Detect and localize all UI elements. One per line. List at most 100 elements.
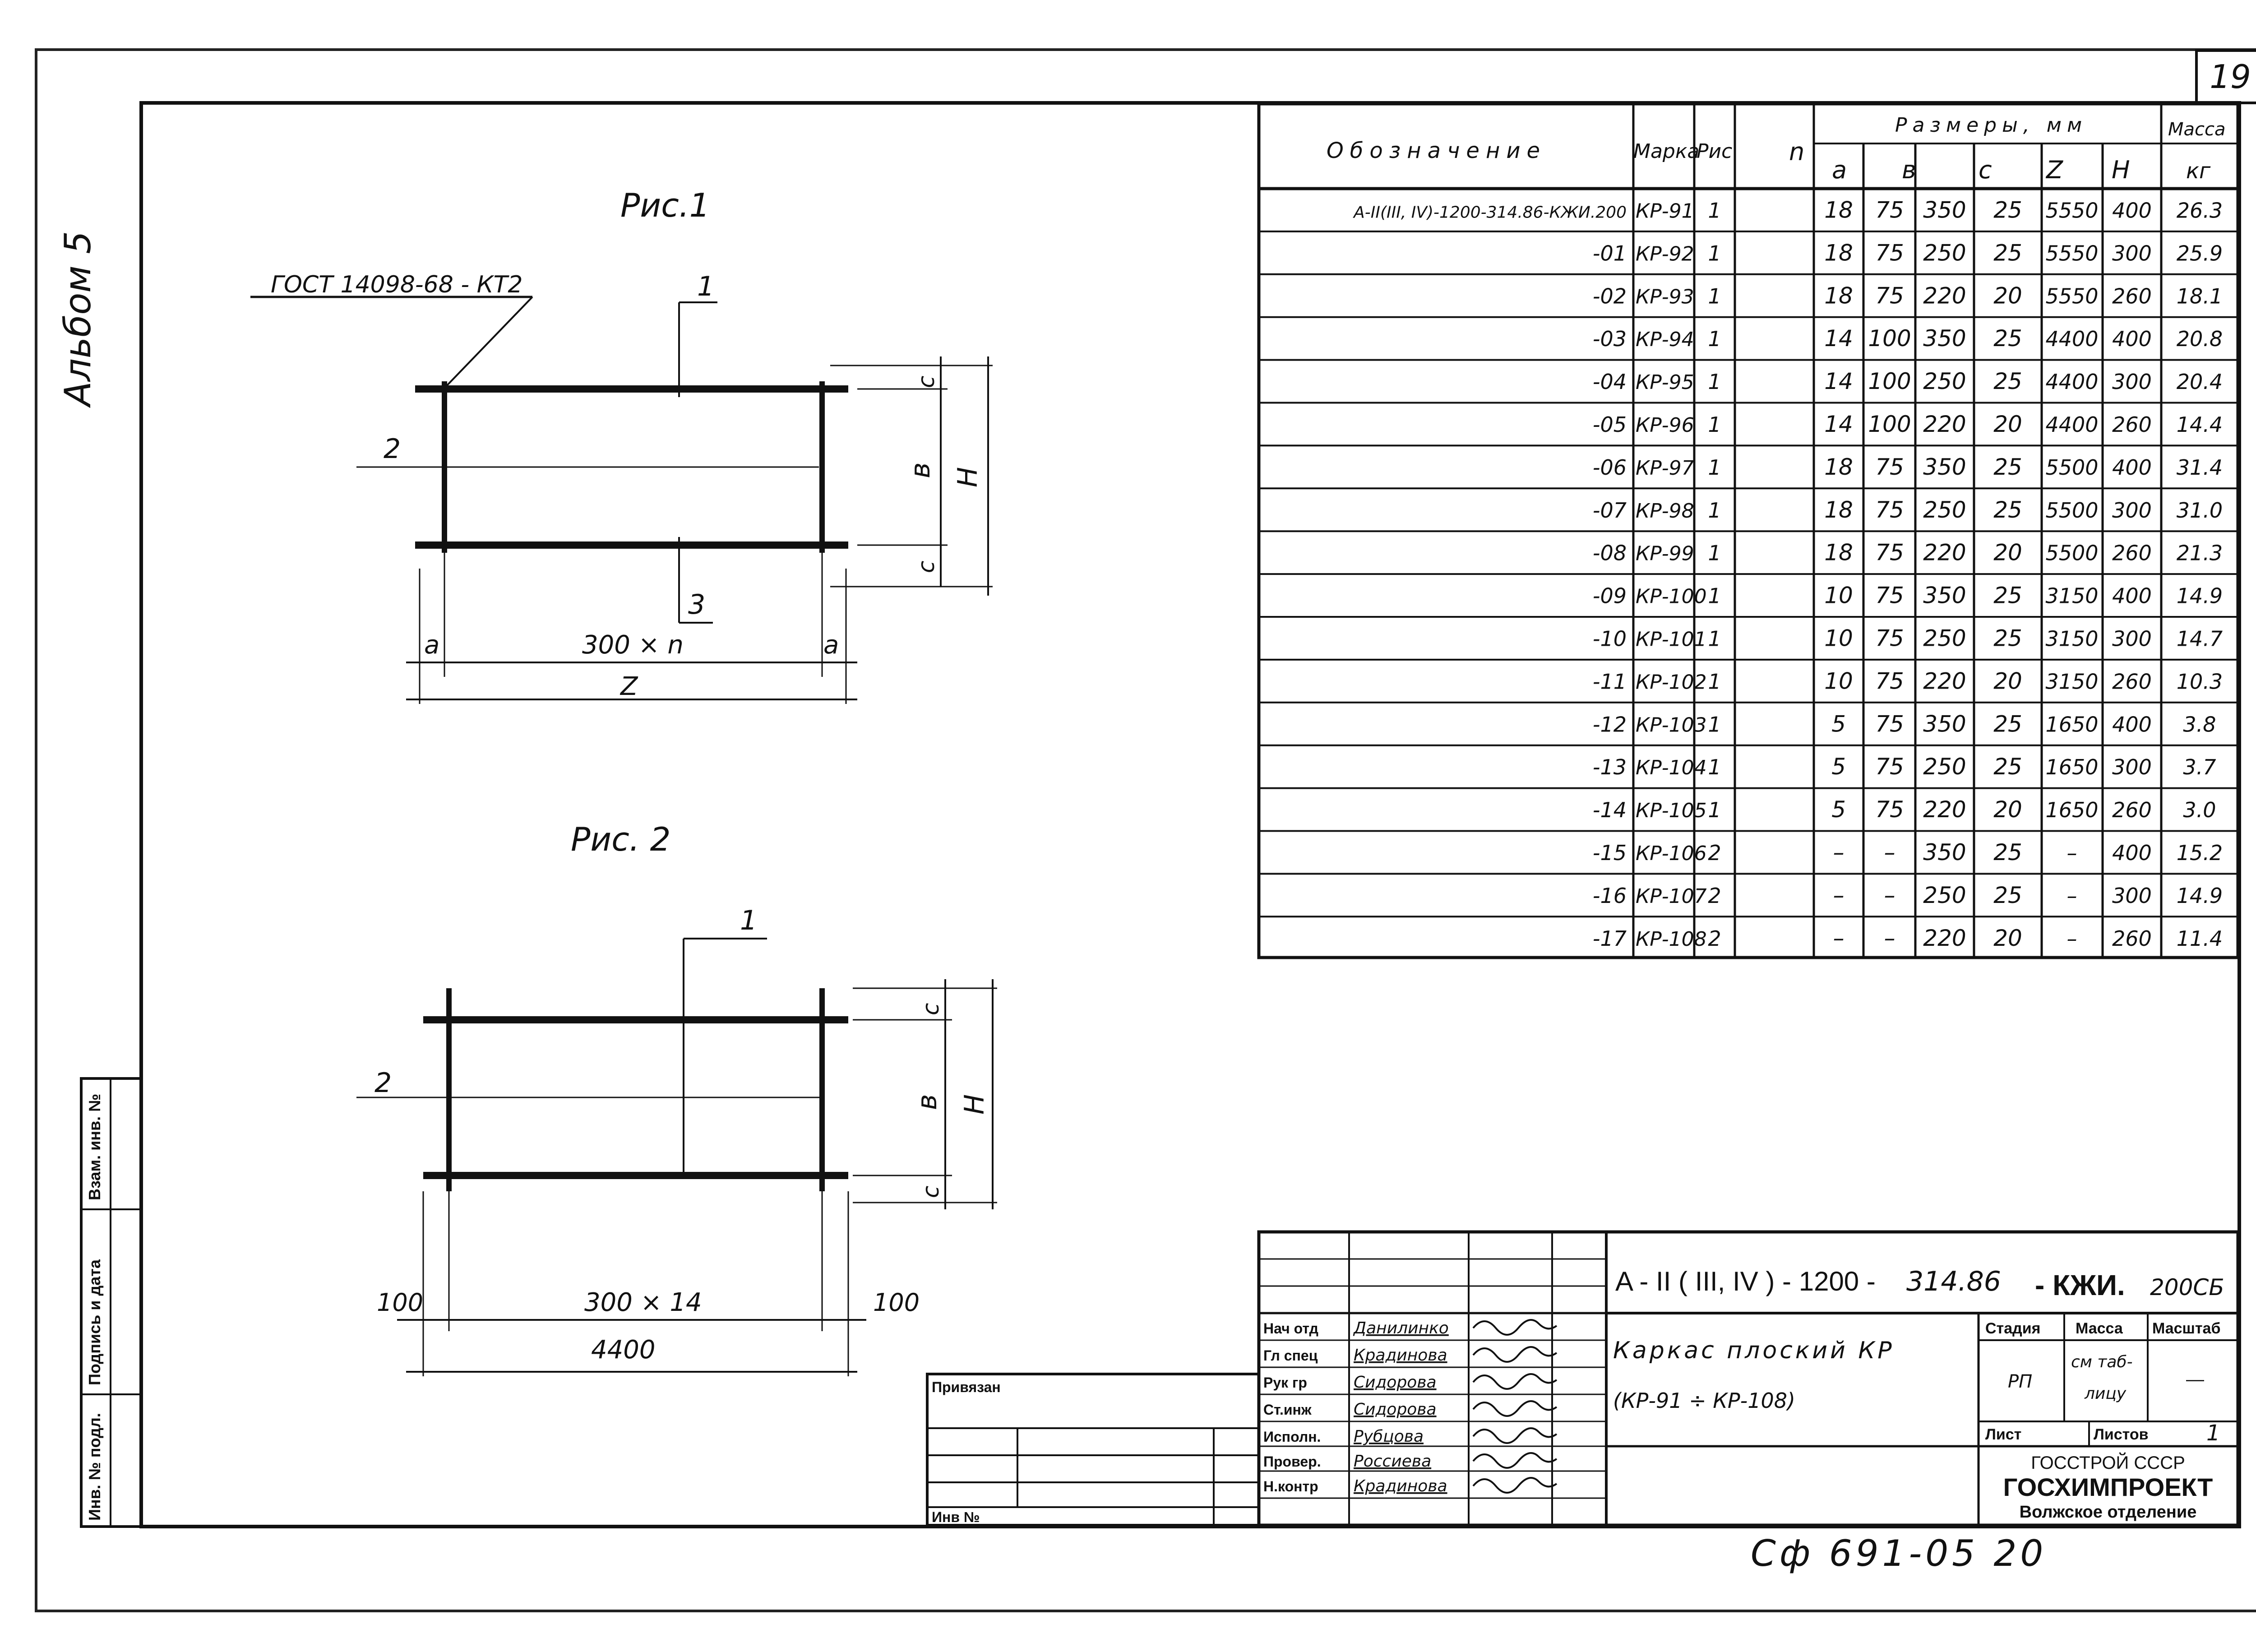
- table-cell-mark: КР-95: [1636, 371, 1694, 394]
- signature-mark: [1472, 1319, 1558, 1336]
- signature-mark: [1472, 1452, 1558, 1469]
- table-cell-h: 300: [2112, 498, 2152, 523]
- table-cell-mass: 31.0: [2177, 498, 2223, 523]
- fig1-title: Рис.1: [620, 186, 710, 224]
- title-block: A - II ( III, IV ) - 1200 - 314.86 - КЖИ…: [1257, 1230, 2240, 1527]
- table-cell-mass: 31.4: [2177, 455, 2223, 480]
- signature-mark: [1472, 1346, 1558, 1363]
- table-cell-z: 3150: [2045, 584, 2098, 608]
- th-a: a: [1832, 156, 1847, 184]
- fig1-dim-a-left: a: [424, 630, 439, 660]
- table-cell-fig: 1: [1708, 798, 1721, 822]
- table-cell-fig: 2: [1708, 841, 1721, 865]
- table-cell-designation: -04: [1593, 370, 1627, 394]
- table-cell-z: 1650: [2045, 712, 2098, 736]
- table-cell-n: 10: [1824, 583, 1853, 609]
- outer-frame: [35, 48, 2256, 1612]
- table-cell-n: 5: [1831, 796, 1846, 823]
- table-cell-h: 400: [2112, 841, 2152, 865]
- table-cell-a: –: [1884, 882, 1895, 908]
- tb-scale-value: —: [2186, 1370, 2204, 1389]
- table-cell-designation: -15: [1593, 841, 1627, 865]
- side-vzam: Взам. инв. №: [85, 1094, 104, 1200]
- th-z: Z: [2045, 156, 2063, 184]
- table-cell-b: 350: [1923, 839, 1966, 865]
- table-cell-z: 1650: [2045, 798, 2098, 822]
- table-cell-b: 250: [1923, 240, 1966, 266]
- fig2-dim-total: 4400: [591, 1335, 656, 1365]
- table-cell-c: 20: [1993, 668, 2022, 694]
- table-cell-z: –: [2067, 926, 2077, 951]
- fig2-dim-b: в: [911, 1094, 943, 1110]
- fig1-callout-3: 3: [688, 589, 705, 620]
- fig1-dim-h: H: [952, 467, 984, 487]
- tb-stage-label: Стадия: [1985, 1320, 2040, 1337]
- table-cell-n: –: [1833, 925, 1845, 951]
- table-cell-a: 75: [1875, 754, 1904, 780]
- table-cell-a: 75: [1875, 197, 1904, 223]
- role-label: Нач отд: [1263, 1320, 1318, 1337]
- table-cell-a: 75: [1875, 668, 1904, 694]
- table-cell-z: –: [2067, 884, 2077, 908]
- table-cell-a: 75: [1875, 583, 1904, 609]
- tb-sheet-label: Лист: [1985, 1426, 2021, 1443]
- table-cell-b: 350: [1923, 454, 1966, 480]
- tb-mass-value-1: см таб-: [2071, 1353, 2133, 1371]
- table-cell-mass: 14.9: [2177, 884, 2223, 908]
- table-cell-mark: КР-105: [1636, 799, 1707, 822]
- table-cell-mark: КР-93: [1636, 285, 1694, 308]
- table-cell-a: 75: [1875, 497, 1904, 523]
- role-name: Россиева: [1354, 1452, 1431, 1471]
- table-cell-mass: 14.4: [2177, 412, 2223, 437]
- table-cell-mark: КР-97: [1636, 457, 1694, 480]
- table-cell-h: 400: [2112, 584, 2152, 608]
- table-cell-z: 5550: [2045, 199, 2098, 223]
- table-cell-c: 25: [1993, 497, 2022, 523]
- table-cell-b: 250: [1923, 625, 1966, 652]
- signature-mark: [1472, 1373, 1558, 1390]
- tb-title-2: (КР-91 ÷ КР-108): [1613, 1388, 1795, 1413]
- tb-org-1: ГОССТРОЙ СССР: [2031, 1452, 2185, 1473]
- table-cell-fig: 1: [1708, 627, 1721, 651]
- role-name: Сидорова: [1354, 1373, 1437, 1392]
- tb-org-2: ГОСХИМПРОЕКТ: [2003, 1473, 2213, 1501]
- role-name: Данилинко: [1353, 1319, 1449, 1337]
- binding-label: Привязан: [932, 1379, 1001, 1395]
- table-cell-b: 350: [1923, 325, 1966, 352]
- table-cell-designation: A-II(III, IV)-1200-314.86-КЖИ.200: [1353, 204, 1627, 222]
- table-cell-fig: 1: [1708, 498, 1721, 523]
- table-cell-fig: 1: [1708, 669, 1721, 694]
- table-cell-z: –: [2067, 841, 2077, 865]
- table-cell-mass: 3.0: [2183, 798, 2216, 822]
- role-name: Крадинова: [1354, 1477, 1447, 1495]
- th-sizes: Размеры, мм: [1895, 114, 2087, 137]
- table-cell-h: 260: [2112, 669, 2152, 694]
- role-label: Ст.инж: [1263, 1402, 1312, 1418]
- table-cell-a: –: [1884, 839, 1895, 865]
- table-cell-c: 20: [1993, 925, 2022, 951]
- table-cell-h: 300: [2112, 884, 2152, 908]
- fig1-dim-span: 300 × n: [582, 630, 684, 660]
- table-cell-n: 5: [1831, 711, 1846, 737]
- table-cell-fig: 1: [1708, 584, 1721, 608]
- table-cell-b: 250: [1923, 882, 1966, 908]
- table-cell-n: 18: [1824, 282, 1853, 309]
- table-cell-h: 400: [2112, 455, 2152, 480]
- tb-title-1: Каркас плоский КР: [1613, 1337, 1895, 1364]
- table-cell-a: 75: [1875, 540, 1904, 566]
- table-cell-n: 18: [1824, 197, 1853, 223]
- tb-org-3: Волжское отделение: [2020, 1503, 2197, 1522]
- table-cell-b: 350: [1923, 711, 1966, 737]
- table-cell-a: 75: [1875, 282, 1904, 309]
- table-cell-mass: 14.9: [2177, 584, 2223, 608]
- table-cell-mark: КР-94: [1636, 328, 1694, 351]
- table-cell-a: 100: [1868, 368, 1911, 394]
- tb-sheets-label: Листов: [2094, 1426, 2149, 1443]
- table-cell-a: 100: [1868, 411, 1911, 437]
- table-cell-fig: 1: [1708, 412, 1721, 437]
- table-cell-mass: 3.8: [2183, 712, 2216, 736]
- table-cell-z: 3150: [2045, 627, 2098, 651]
- th-h: H: [2112, 156, 2130, 184]
- table-cell-designation: -17: [1593, 926, 1627, 951]
- table-cell-c: 20: [1993, 540, 2022, 566]
